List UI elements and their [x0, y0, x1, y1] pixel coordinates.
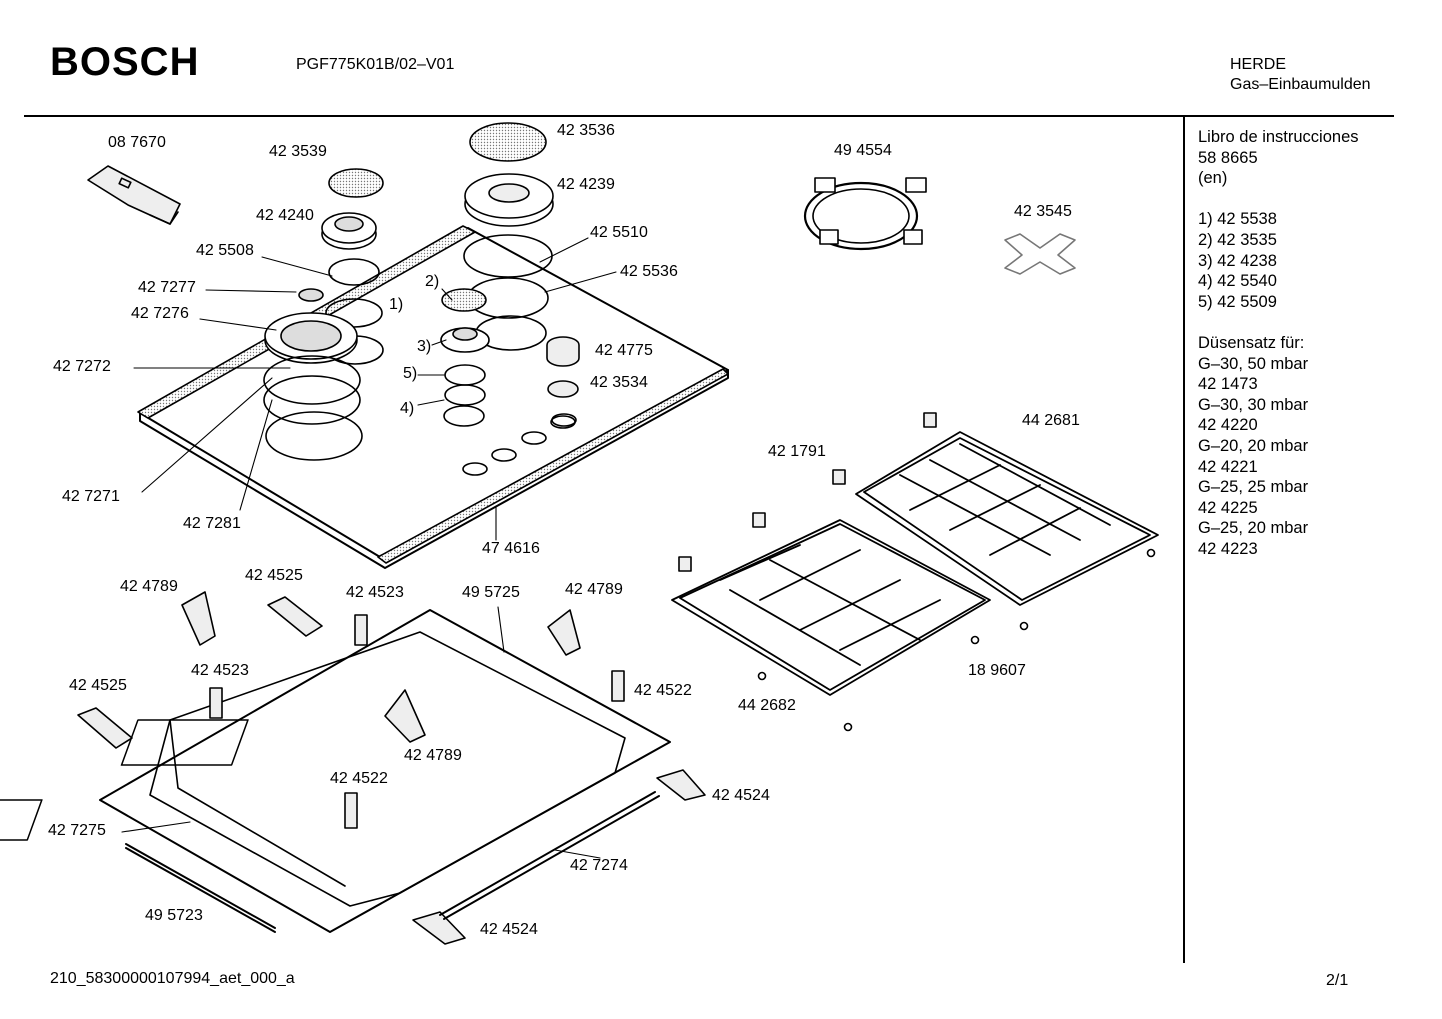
part-label: 42 4523	[346, 584, 404, 601]
leader-lines	[121, 237, 617, 859]
side-panel-line	[1198, 312, 1359, 333]
part-label: 42 3534	[590, 374, 648, 391]
part-label: 49 5723	[145, 907, 203, 924]
part-label: 49 4554	[834, 142, 892, 159]
side-panel-line: 2) 42 3535	[1198, 230, 1277, 249]
mounting-brackets	[77, 591, 706, 945]
header-divider	[24, 115, 1394, 117]
exploded-view-drawing	[0, 122, 1159, 945]
page-number: 2/1	[1326, 972, 1349, 989]
part-label: 42 3545	[1014, 203, 1072, 220]
side-panel-line: G–30, 30 mbar	[1198, 395, 1309, 414]
side-panel-line: G–20, 20 mbar	[1198, 436, 1309, 455]
part-label: 08 7670	[108, 134, 166, 151]
simmer-plate	[1004, 233, 1076, 275]
brand-logo: BOSCH	[50, 40, 200, 84]
part-label: 42 5508	[196, 242, 254, 259]
part-label: 42 5510	[590, 224, 648, 241]
side-panel-line: 42 4220	[1198, 416, 1258, 435]
part-label: 42 4789	[565, 581, 623, 598]
part-label: 42 4522	[330, 770, 388, 787]
part-label: 42 1791	[768, 443, 826, 460]
part-label: 42 4523	[191, 662, 249, 679]
small-burner	[298, 168, 384, 328]
part-label: 42 4240	[256, 207, 314, 224]
part-label: 42 4789	[404, 747, 462, 764]
side-panel-line: G–30, 50 mbar	[1198, 354, 1309, 373]
part-label: 18 9607	[968, 662, 1026, 679]
pan-support-right	[855, 431, 1159, 606]
part-label: 42 7276	[131, 305, 189, 322]
model-number: PGF775K01B/02–V01	[296, 56, 455, 73]
large-burner	[463, 122, 554, 351]
part-label: 42 4789	[120, 578, 178, 595]
side-panel-line: 3) 42 4238	[1198, 251, 1277, 270]
side-panel-line: Düsensatz für:	[1198, 333, 1305, 352]
side-panel-line: (en)	[1198, 169, 1228, 188]
part-label: 42 7274	[570, 857, 628, 874]
part-label: 3)	[417, 338, 432, 355]
category-title: HERDE	[1230, 56, 1287, 73]
side-panel-line: 1) 42 5538	[1198, 210, 1277, 229]
part-label: 42 7272	[53, 358, 111, 375]
part-label: 42 4522	[634, 682, 692, 699]
wok-burner	[263, 312, 363, 461]
part-label: 44 2682	[738, 697, 796, 714]
cooktop-plate	[137, 225, 729, 569]
part-label: 2)	[425, 273, 440, 290]
seal-strips	[125, 791, 660, 933]
part-label: 42 7275	[48, 822, 106, 839]
side-panel-line: G–25, 20 mbar	[1198, 519, 1309, 538]
part-label: 1)	[389, 296, 404, 313]
part-label: 44 2681	[1022, 412, 1080, 429]
side-panel-line: 42 1473	[1198, 375, 1258, 394]
part-label: 42 4525	[245, 567, 303, 584]
support-clips	[678, 412, 937, 572]
side-panel-line: 42 4225	[1198, 498, 1258, 517]
side-panel-line: G–25, 25 mbar	[1198, 478, 1309, 497]
auxiliary-burner	[440, 288, 490, 427]
side-panel-line: 58 8665	[1198, 148, 1258, 167]
category-subtitle: Gas–Einbaumulden	[1230, 76, 1371, 93]
part-label: 42 4775	[595, 342, 653, 359]
part-label: 42 7281	[183, 515, 241, 532]
part-label: 42 4525	[69, 677, 127, 694]
wok-ring	[803, 177, 927, 251]
pan-support-left	[671, 519, 991, 696]
side-panel-line: 4) 42 5540	[1198, 272, 1277, 291]
knob-parts	[546, 336, 580, 427]
side-panel-line: 42 4221	[1198, 457, 1258, 476]
part-label: 42 5536	[620, 263, 678, 280]
springs	[209, 614, 625, 829]
part-label: 42 3539	[269, 143, 327, 160]
part-label: 42 7277	[138, 279, 196, 296]
side-panel-line: Libro de instrucciones	[1198, 128, 1359, 146]
part-label: 47 4616	[482, 540, 540, 557]
part-label: 42 4524	[712, 787, 770, 804]
part-label: 5)	[403, 365, 418, 382]
side-panel-line	[1198, 189, 1359, 210]
part-label: 42 4239	[557, 176, 615, 193]
part-label: 42 4524	[480, 921, 538, 938]
side-panel-line: 5) 42 5509	[1198, 292, 1277, 311]
part-label: 4)	[400, 400, 415, 417]
part-label: 42 3536	[557, 122, 615, 139]
side-panel-divider	[1183, 117, 1185, 963]
rubber-feet	[757, 548, 1156, 732]
drawing-id: 210_58300000107994_aet_000_a	[50, 970, 295, 987]
clip-part	[87, 165, 181, 225]
side-panel-line: 42 4223	[1198, 539, 1258, 558]
side-panel: Libro de instrucciones 58 8665 (en) 1) 4…	[1198, 127, 1359, 559]
part-label: 42 7271	[62, 488, 120, 505]
part-label: 49 5725	[462, 584, 520, 601]
